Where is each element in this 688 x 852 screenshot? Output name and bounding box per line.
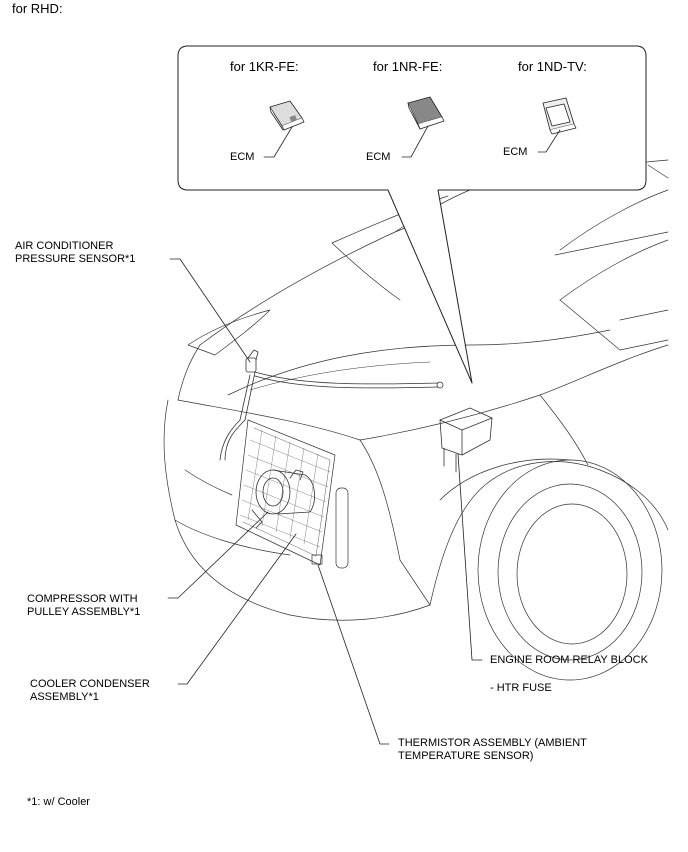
ecm-1nd-tv-icon	[542, 97, 577, 135]
ecm-label-1nr-fe: ECM	[366, 151, 391, 163]
compressor-label-line1: COMPRESSOR WITH	[27, 593, 138, 605]
ecm-label-1nd-tv: ECM	[503, 146, 528, 158]
engine-1nr-fe-title: for 1NR-FE:	[373, 59, 443, 74]
ecm-label-1kr-fe: ECM	[230, 151, 255, 163]
condenser-illustration	[235, 419, 349, 569]
ac-pipe-line	[219, 349, 444, 461]
condenser-label-line2: ASSEMBLY*1	[30, 691, 99, 703]
compressor-label-line2: PULLEY ASSEMBLY*1	[27, 606, 141, 618]
thermistor-label-line2: TEMPERATURE SENSOR)	[398, 750, 534, 762]
relay-block-illustration	[439, 407, 493, 473]
label-leader-lines	[167, 258, 483, 745]
ac-pressure-sensor-label-line1: AIR CONDITIONER	[15, 240, 114, 252]
footnote: *1: w/ Cooler	[27, 796, 90, 808]
callout-box	[177, 45, 647, 384]
ecm-leader-lines	[263, 125, 561, 158]
ecm-1kr-fe-icon	[269, 100, 305, 131]
condenser-label-line1: COOLER CONDENSER	[30, 678, 150, 690]
engine-1nd-tv-title: for 1ND-TV:	[518, 59, 587, 74]
ac-pressure-sensor-label-line2: PRESSURE SENSOR*1	[15, 253, 136, 265]
engine-1kr-fe-title: for 1KR-FE:	[230, 59, 299, 74]
thermistor-label-line1: THERMISTOR ASSEMBLY (AMBIENT	[398, 737, 587, 749]
ecm-1nr-fe-icon	[407, 96, 445, 130]
vehicle-body-illustration	[163, 159, 669, 681]
compressor-illustration	[251, 469, 315, 529]
htr-fuse-label: - HTR FUSE	[490, 682, 552, 694]
relay-block-label: ENGINE ROOM RELAY BLOCK	[490, 654, 648, 666]
header-title: for RHD:	[12, 1, 63, 16]
